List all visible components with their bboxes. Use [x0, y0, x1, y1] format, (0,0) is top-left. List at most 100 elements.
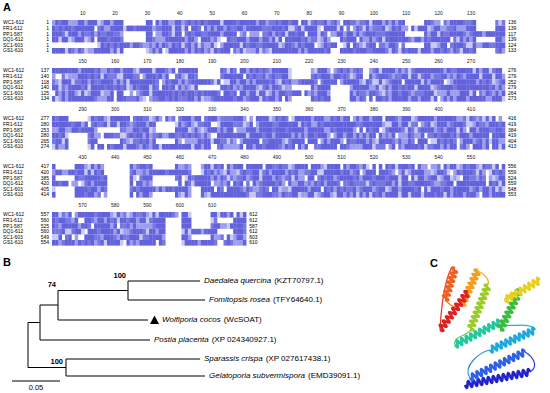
residue-cell	[211, 116, 215, 122]
residue-cell	[152, 68, 156, 74]
residue-cell	[97, 116, 101, 122]
residue-cell	[227, 96, 231, 102]
residue-cell	[431, 31, 435, 37]
residue-cell	[473, 42, 477, 48]
residue-cell	[479, 133, 483, 139]
residue-cell	[191, 90, 195, 96]
residue-cell	[308, 127, 312, 133]
residue-cell	[301, 37, 305, 43]
residue-cell	[181, 74, 185, 80]
residue-cell	[356, 42, 360, 48]
residue-cell	[165, 133, 169, 139]
residue-cell	[492, 133, 496, 139]
residue-cell	[104, 20, 108, 26]
residue-cell	[191, 138, 195, 144]
residue-cell	[181, 20, 185, 26]
residue-cell	[418, 48, 422, 54]
residue-cell	[159, 48, 163, 54]
residue-cell	[130, 133, 134, 139]
residue-cell	[337, 122, 341, 128]
residue-cell	[405, 127, 409, 133]
residue-cell	[120, 68, 124, 74]
residue-cell	[395, 37, 399, 43]
residue-cell	[369, 127, 373, 133]
residue-cell	[444, 90, 448, 96]
residue-cell	[330, 127, 334, 133]
residue-cell	[249, 116, 253, 122]
residue-cell	[317, 96, 321, 102]
residue-cell	[58, 20, 62, 26]
residue-cell	[363, 31, 367, 37]
residue-cell	[165, 42, 169, 48]
residue-cell	[201, 79, 205, 85]
residue-cell	[366, 37, 370, 43]
residue-cell	[482, 74, 486, 80]
residue-cell	[463, 122, 467, 128]
residue-cell	[52, 79, 56, 85]
residue-cell	[356, 31, 360, 37]
residue-cell	[243, 79, 247, 85]
residue-cell	[240, 127, 244, 133]
residue-cell	[159, 90, 163, 96]
residue-cell	[314, 31, 318, 37]
residue-cell	[401, 26, 405, 32]
residue-cell	[414, 133, 418, 139]
residue-cell	[165, 74, 169, 80]
residue-cell	[62, 26, 66, 32]
residue-cell	[249, 68, 253, 74]
residue-cell	[104, 133, 108, 139]
residue-cell	[343, 42, 347, 48]
residue-cell	[120, 42, 124, 48]
residue-cell	[460, 79, 464, 85]
residue-cell	[256, 90, 260, 96]
residue-cell	[359, 127, 363, 133]
residue-cell	[246, 48, 250, 54]
residue-cell	[340, 26, 344, 32]
residue-cell	[266, 122, 270, 128]
residue-cell	[405, 90, 409, 96]
residue-cell	[450, 96, 454, 102]
residue-cell	[156, 26, 160, 32]
residue-cell	[126, 26, 130, 32]
residue-cell	[185, 116, 189, 122]
residue-cell	[482, 127, 486, 133]
residue-cell	[424, 90, 428, 96]
residue-cell	[317, 74, 321, 80]
residue-cell	[398, 37, 402, 43]
residue-cell	[204, 48, 208, 54]
residue-cell	[363, 20, 367, 26]
residue-cell	[502, 96, 506, 102]
residue-cell	[172, 116, 176, 122]
residue-cell	[194, 138, 198, 144]
residue-cell	[502, 20, 506, 26]
residue-cell	[130, 42, 134, 48]
residue-cell	[75, 122, 79, 128]
residue-cell	[201, 37, 205, 43]
residue-cell	[191, 20, 195, 26]
residue-cell	[191, 116, 195, 122]
residue-cell	[350, 85, 354, 91]
residue-cell	[453, 133, 457, 139]
residue-cell	[65, 37, 69, 43]
residue-cell	[427, 90, 431, 96]
residue-cell	[256, 79, 260, 85]
residue-cell	[214, 31, 218, 37]
residue-cell	[178, 37, 182, 43]
residue-cell	[434, 48, 438, 54]
residue-cell	[466, 74, 470, 80]
residue-cell	[275, 116, 279, 122]
residue-cell	[340, 68, 344, 74]
residue-cell	[479, 31, 483, 37]
residue-cell	[136, 138, 140, 144]
residue-cell	[266, 133, 270, 139]
residue-cell	[194, 26, 198, 32]
residue-cell	[230, 26, 234, 32]
residue-cell	[317, 116, 321, 122]
residue-cell	[408, 133, 412, 139]
residue-cell	[84, 68, 88, 74]
residue-cell	[301, 127, 305, 133]
residue-cell	[68, 37, 72, 43]
residue-cell	[178, 31, 182, 37]
residue-cell	[372, 31, 376, 37]
residue-cell	[337, 68, 341, 74]
